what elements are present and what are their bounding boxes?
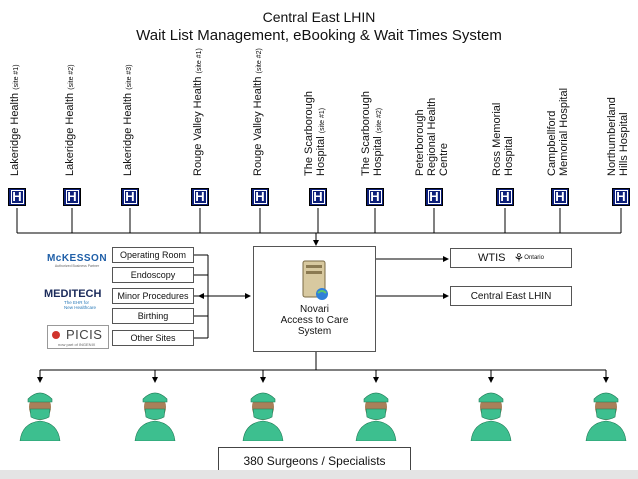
hospital-site: (site #1) (196, 48, 203, 74)
hospital-site: (site #2) (376, 107, 383, 134)
procedure-minor-procedures: Minor Procedures (112, 288, 194, 304)
surgeon-icon (239, 385, 287, 442)
hospital-h-icon: H (251, 188, 269, 206)
diagram-subtitle: Wait List Management, eBooking & Wait Ti… (136, 27, 502, 44)
hospital-h-icon: H (425, 188, 443, 206)
lhin-box: Central East LHIN (450, 286, 572, 306)
picis-dot-icon (52, 331, 60, 339)
surgeons-label-box: 380 Surgeons / Specialists (218, 447, 411, 474)
picis-logo: PICIS now part of INGENIX (47, 325, 109, 349)
system-line2: Access to Care (280, 315, 349, 326)
hospital-h-icon: H (121, 188, 139, 206)
surgeon-icon (352, 385, 400, 442)
meditech-logo: MEDITECH The EHR for New Healthcare (44, 288, 102, 310)
hospital-name-line2: Memorial Hospital (558, 87, 570, 176)
hospital-name: The Scarborough (360, 91, 372, 176)
hospital-name-line3: Centre (438, 142, 450, 176)
hospital-h-icon: H (366, 188, 384, 206)
surgeon-icon (467, 385, 515, 442)
system-line1: Novari (300, 304, 329, 315)
surgeon-icon (131, 385, 179, 442)
diagram-title: Central East LHIN (262, 9, 376, 25)
bottom-strip (0, 470, 638, 479)
wtis-label: WTIS (478, 252, 506, 264)
hospital-name-line2: Hospital (372, 136, 384, 176)
hospital-name: Rouge Valley Health (252, 76, 264, 176)
mckesson-logo: McKESSON Authorized Business Partner (46, 253, 108, 268)
hospital-h-icon: H (63, 188, 81, 206)
hospital-name-line2: Hospital (315, 136, 327, 176)
hospital-site: (site #2) (68, 64, 75, 90)
hospital-site: (site #1) (13, 64, 20, 90)
procedure-other-sites: Other Sites (112, 330, 194, 346)
wtis-box: WTIS ⚘ Ontario (450, 248, 572, 268)
hospital-site: (site #1) (319, 107, 326, 134)
hospital-name: Campbellford (546, 110, 558, 176)
procedure-birthing: Birthing (112, 308, 194, 324)
system-line3: System (297, 326, 332, 337)
ontario-label: Ontario (524, 255, 544, 261)
hospital-name: Northumberland (606, 97, 618, 176)
hospital-site: (site #3) (126, 64, 133, 90)
hospital-name: Lakeridge Health (9, 92, 21, 176)
ontario-trillium-icon: ⚘ (513, 251, 525, 265)
hospital-name-line2: Hills Hospital (618, 112, 630, 176)
hospital-name: Ross Memorial (491, 102, 503, 176)
hospital-site: (site #2) (256, 48, 263, 74)
hospital-name-line2: Regional Health (426, 97, 438, 176)
hospital-name: Lakeridge Health (122, 92, 134, 176)
hospital-h-icon: H (191, 188, 209, 206)
novari-system-box: Novari Access to Care System (253, 246, 376, 352)
hospital-name: Lakeridge Health (64, 92, 76, 176)
surgeon-icon (16, 385, 64, 442)
procedure-endoscopy: Endoscopy (112, 267, 194, 283)
hospital-name: Rouge Valley Health (192, 76, 204, 176)
hospital-h-icon: H (551, 188, 569, 206)
hospital-name-line2: Hospital (503, 136, 515, 176)
procedure-operating-room: Operating Room (112, 247, 194, 263)
hospital-h-icon: H (496, 188, 514, 206)
hospital-h-icon: H (309, 188, 327, 206)
hospital-name: Peterborough (414, 109, 426, 176)
hospital-name: The Scarborough (303, 91, 315, 176)
surgeon-icon (582, 385, 630, 442)
hospital-h-icon: H (612, 188, 630, 206)
server-icon (302, 260, 328, 300)
hospital-h-icon: H (8, 188, 26, 206)
